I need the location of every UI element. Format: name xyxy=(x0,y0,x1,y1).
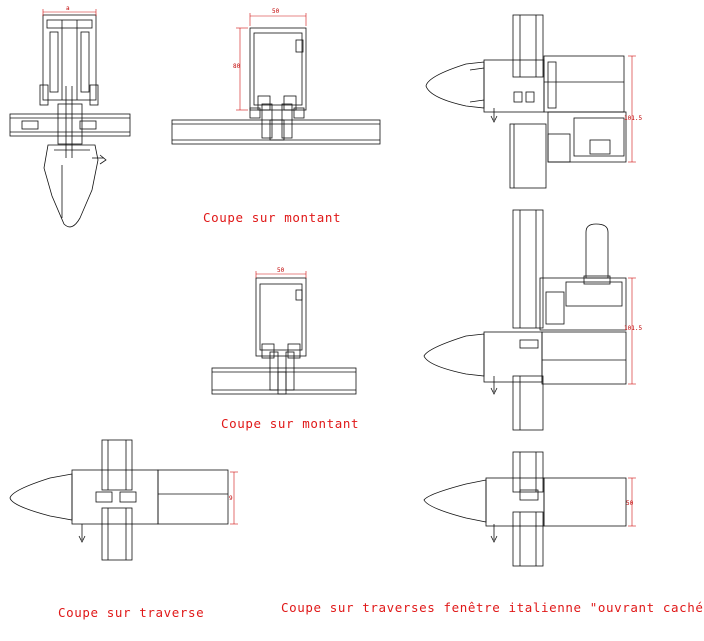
caption-montant-mid: Coupe sur montant xyxy=(221,416,360,431)
dim-bottom-left-height: 9 xyxy=(229,495,233,502)
dim-bottom-right-height: 50 xyxy=(626,500,634,507)
section-traverse-bottom-left: 9 xyxy=(9,439,238,561)
dim-mid-width: 50 xyxy=(277,267,285,274)
caption-traverses-fenetre: Coupe sur traverses fenêtre italienne "o… xyxy=(281,600,704,615)
dim-top-mid-width: 50 xyxy=(272,8,280,15)
dim-right-top-height: 101.5 xyxy=(624,115,642,122)
dim-right-mid-height: 101.5 xyxy=(624,325,642,332)
caption-montant-top: Coupe sur montant xyxy=(203,210,342,225)
caption-traverse: Coupe sur traverse xyxy=(58,605,205,620)
section-traverse-right-mid: 101.5 xyxy=(423,209,642,431)
section-montant-mid: 50 xyxy=(211,267,357,395)
section-montant-handle: a xyxy=(9,5,131,228)
dim-top-mid-height: 80 xyxy=(233,63,241,70)
dim-top-left-width: a xyxy=(66,5,70,12)
section-traverse-bottom-right: 50 xyxy=(423,451,636,567)
section-montant-top: 50 80 xyxy=(171,8,381,145)
section-traverse-right-top: 101.5 xyxy=(425,14,642,189)
